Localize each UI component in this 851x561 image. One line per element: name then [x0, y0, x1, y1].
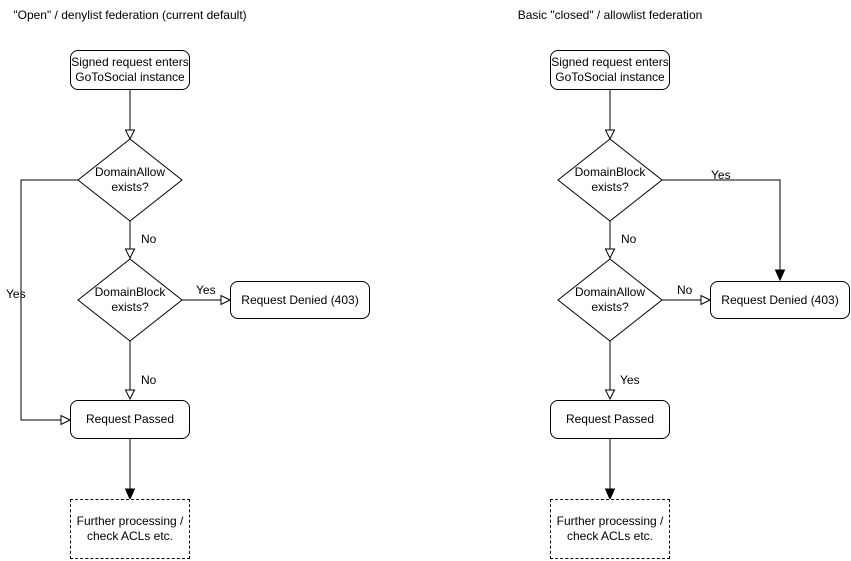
start-node: Signed request enters GoToSocial instanc…	[550, 50, 670, 90]
open-arrowhead-icon	[60, 414, 72, 426]
open-arrowhead-icon	[604, 389, 616, 401]
decision-diamond-domainblock-left	[77, 258, 183, 342]
passed-node: Request Passed	[70, 400, 190, 439]
denied-node: Request Denied (403)	[230, 281, 370, 319]
edge-label-no: No	[141, 373, 157, 387]
edge-label-no: No	[141, 232, 157, 246]
open-arrowhead-icon	[124, 248, 136, 260]
decision1-label: DomainAllow exists?	[94, 165, 166, 194]
open-arrowhead-icon	[604, 248, 616, 260]
solid-arrowhead-icon	[604, 488, 616, 501]
edge-label-yes: Yes	[6, 287, 26, 301]
open-arrowhead-icon	[700, 294, 712, 306]
further-processing-node: Further processing / check ACLs etc.	[70, 499, 190, 559]
solid-arrowhead-icon	[774, 269, 786, 282]
open-arrowhead-icon	[604, 129, 616, 141]
decision-diamond-domainblock-right	[557, 138, 663, 222]
edge-label-yes: Yes	[620, 373, 640, 387]
edge-label-yes: Yes	[196, 283, 216, 297]
edge-label-yes: Yes	[711, 168, 731, 182]
edge-label-no: No	[621, 232, 637, 246]
decision2-label: DomainAllow exists?	[574, 285, 646, 314]
open-arrowhead-icon	[220, 294, 232, 306]
open-arrowhead-icon	[124, 129, 136, 141]
decision-diamond-domainallow-left	[77, 138, 183, 222]
solid-arrowhead-icon	[124, 488, 136, 501]
decision2-label: DomainBlock exists?	[94, 285, 166, 314]
further-processing-node: Further processing / check ACLs etc.	[550, 499, 670, 559]
edge-decision1-yes-branch-left	[20, 179, 78, 421]
edge-label-no: No	[677, 283, 693, 297]
start-node: Signed request enters GoToSocial instanc…	[70, 50, 190, 90]
diagram-title: "Open" / denylist federation (current de…	[13, 8, 247, 22]
diagram-title: Basic "closed" / allowlist federation	[517, 8, 703, 22]
passed-node: Request Passed	[550, 400, 670, 439]
decision1-label: DomainBlock exists?	[574, 165, 646, 194]
open-arrowhead-icon	[124, 389, 136, 401]
edge-decision1-yes-branch-right	[662, 179, 781, 270]
denied-node: Request Denied (403)	[710, 281, 850, 319]
decision-diamond-domainallow-right	[557, 258, 663, 342]
